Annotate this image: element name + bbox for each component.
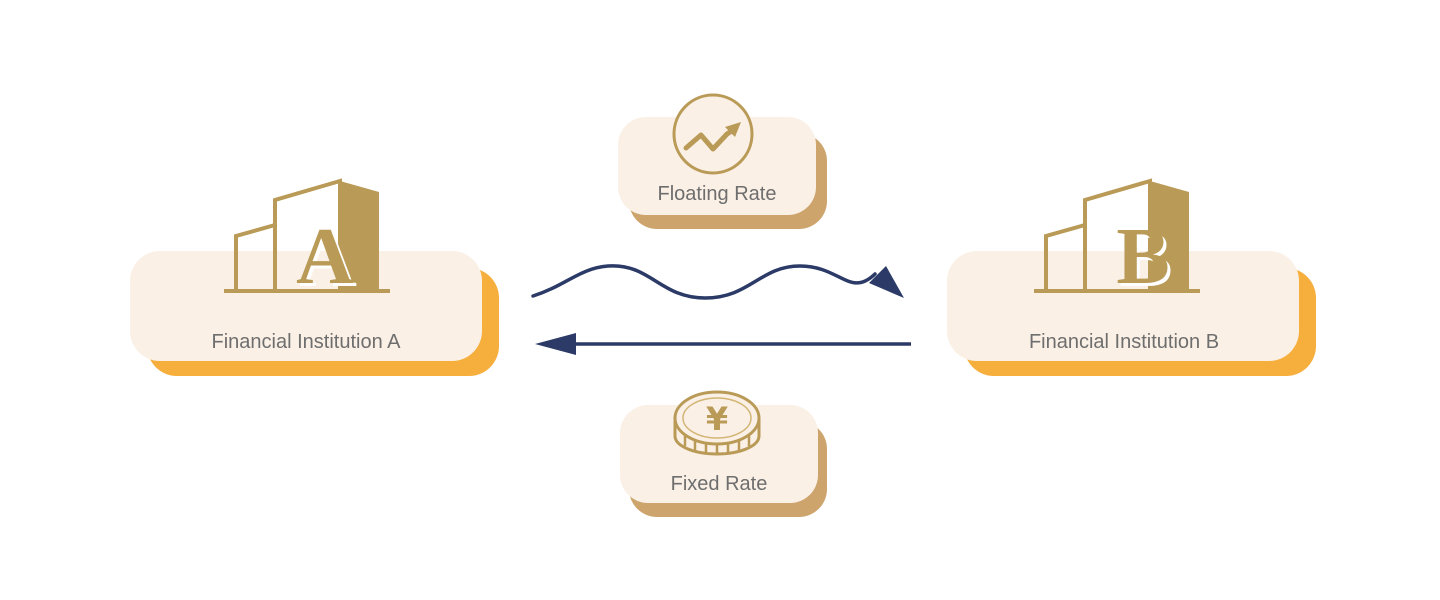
yen-coin-icon (673, 390, 761, 456)
floating-arrowhead (869, 266, 904, 298)
fixed-rate-node: ¥ Fixed Rate (620, 390, 827, 517)
floating-flow-arrow (531, 264, 904, 300)
fixed-flow-arrow (535, 333, 911, 355)
building-b-icon (1034, 178, 1200, 293)
institution-b-card (947, 251, 1299, 361)
building-b-letter-shadow: B (1119, 216, 1172, 304)
institution-a-card (130, 251, 482, 361)
building-a-letter-shadow: A (299, 216, 357, 304)
building-a-icon (224, 178, 390, 293)
institution-a-node: A A Financial Institution A (130, 178, 499, 376)
institution-a-label: Financial Institution A (212, 331, 402, 353)
building-a-letter: A (296, 213, 354, 301)
building-b-letter: B (1116, 213, 1169, 301)
fixed-arrowhead (535, 333, 576, 355)
floating-rate-label: Floating Rate (658, 183, 777, 205)
trend-up-icon (672, 93, 754, 175)
fixed-rate-label: Fixed Rate (671, 473, 768, 495)
floating-rate-node: Floating Rate (618, 93, 827, 229)
institution-b-label: Financial Institution B (1029, 331, 1219, 353)
institution-b-node: B B Financial Institution B (947, 178, 1316, 376)
yen-symbol: ¥ (706, 400, 728, 438)
